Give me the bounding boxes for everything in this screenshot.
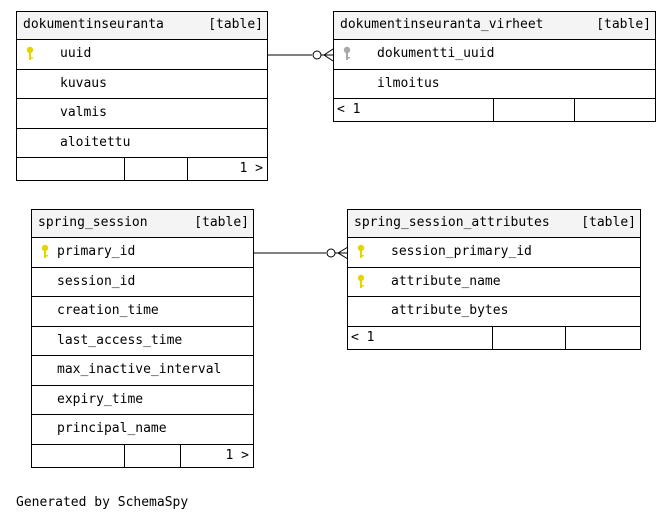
- column-row: attribute_bytes: [348, 297, 640, 327]
- relationship-dokumentinseuranta-virheet: [268, 48, 334, 62]
- column-name: aloitettu: [60, 134, 131, 150]
- column-row: max_inactive_interval: [32, 356, 253, 386]
- column-name: dokumentti_uuid: [377, 46, 495, 61]
- table-footer: < 1: [334, 99, 655, 121]
- column-name: ilmoitus: [377, 75, 440, 91]
- table-spring-session[interactable]: spring_session [table] primary_id sessio…: [31, 209, 254, 468]
- column-row: ilmoitus: [334, 70, 655, 99]
- child-count-label[interactable]: 1 >: [239, 161, 263, 176]
- column-row: principal_name: [32, 415, 253, 445]
- column-row: dokumentti_uuid: [334, 40, 655, 70]
- column-row: valmis: [17, 99, 267, 129]
- footer-divider: [124, 444, 125, 467]
- column-name: attribute_bytes: [391, 303, 509, 318]
- column-row: primary_id: [32, 238, 253, 268]
- column-row: session_primary_id: [348, 238, 640, 268]
- column-name: attribute_name: [391, 273, 501, 289]
- column-name: max_inactive_interval: [57, 362, 222, 377]
- table-name: spring_session: [38, 215, 148, 230]
- column-name: session_id: [57, 273, 136, 289]
- column-row: attribute_name: [348, 268, 640, 297]
- column-name: valmis: [60, 105, 107, 120]
- column-row: aloitettu: [17, 129, 267, 158]
- table-header: dokumentinseuranta_virheet [table]: [334, 12, 655, 40]
- table-footer: < 1: [348, 326, 640, 349]
- column-row: creation_time: [32, 297, 253, 327]
- table-header: dokumentinseuranta [table]: [17, 12, 267, 40]
- table-dokumentinseuranta-virheet[interactable]: dokumentinseuranta_virheet [table] dokum…: [333, 11, 656, 122]
- column-row: session_id: [32, 268, 253, 297]
- column-name: last_access_time: [57, 332, 183, 348]
- column-row: uuid: [17, 40, 267, 70]
- table-footer: 1 >: [17, 158, 267, 180]
- table-name: dokumentinseuranta_virheet: [340, 17, 544, 32]
- primary-key-icon: [356, 274, 366, 289]
- table-header: spring_session [table]: [32, 210, 253, 238]
- footer-divider: [492, 326, 493, 349]
- footer-divider: [187, 158, 188, 180]
- relationship-session-attributes: [254, 246, 349, 260]
- column-name: uuid: [60, 46, 92, 61]
- table-dokumentinseuranta[interactable]: dokumentinseuranta [table] uuid kuvaus v…: [16, 11, 268, 181]
- primary-key-icon: [40, 244, 50, 259]
- column-name: session_primary_id: [391, 244, 532, 259]
- child-count-label[interactable]: 1 >: [225, 447, 249, 463]
- primary-key-icon: [356, 244, 366, 259]
- table-type-label: [table]: [596, 17, 651, 32]
- footer-divider: [124, 158, 125, 180]
- table-header: spring_session_attributes [table]: [348, 210, 640, 238]
- column-name: primary_id: [57, 244, 136, 259]
- table-type-label: [table]: [208, 17, 263, 32]
- footer-divider: [180, 444, 181, 467]
- primary-key-icon: [25, 46, 35, 61]
- foreign-key-icon: [342, 46, 352, 61]
- table-type-label: [table]: [581, 215, 636, 230]
- column-row: kuvaus: [17, 70, 267, 99]
- parent-count-label[interactable]: < 1: [351, 329, 375, 345]
- column-name: principal_name: [57, 421, 167, 436]
- column-name: creation_time: [57, 303, 159, 318]
- column-name: expiry_time: [57, 391, 144, 407]
- table-type-label: [table]: [194, 215, 249, 230]
- table-name: spring_session_attributes: [354, 215, 550, 230]
- table-name: dokumentinseuranta: [23, 17, 164, 32]
- footer-divider: [574, 99, 575, 121]
- column-row: expiry_time: [32, 386, 253, 415]
- generated-by-caption: Generated by SchemaSpy: [16, 495, 189, 510]
- parent-count-label[interactable]: < 1: [337, 102, 361, 117]
- footer-divider: [565, 326, 566, 349]
- table-footer: 1 >: [32, 444, 253, 467]
- table-spring-session-attributes[interactable]: spring_session_attributes [table] sessio…: [347, 209, 641, 350]
- footer-divider: [493, 99, 494, 121]
- column-name: kuvaus: [60, 75, 107, 91]
- column-row: last_access_time: [32, 327, 253, 356]
